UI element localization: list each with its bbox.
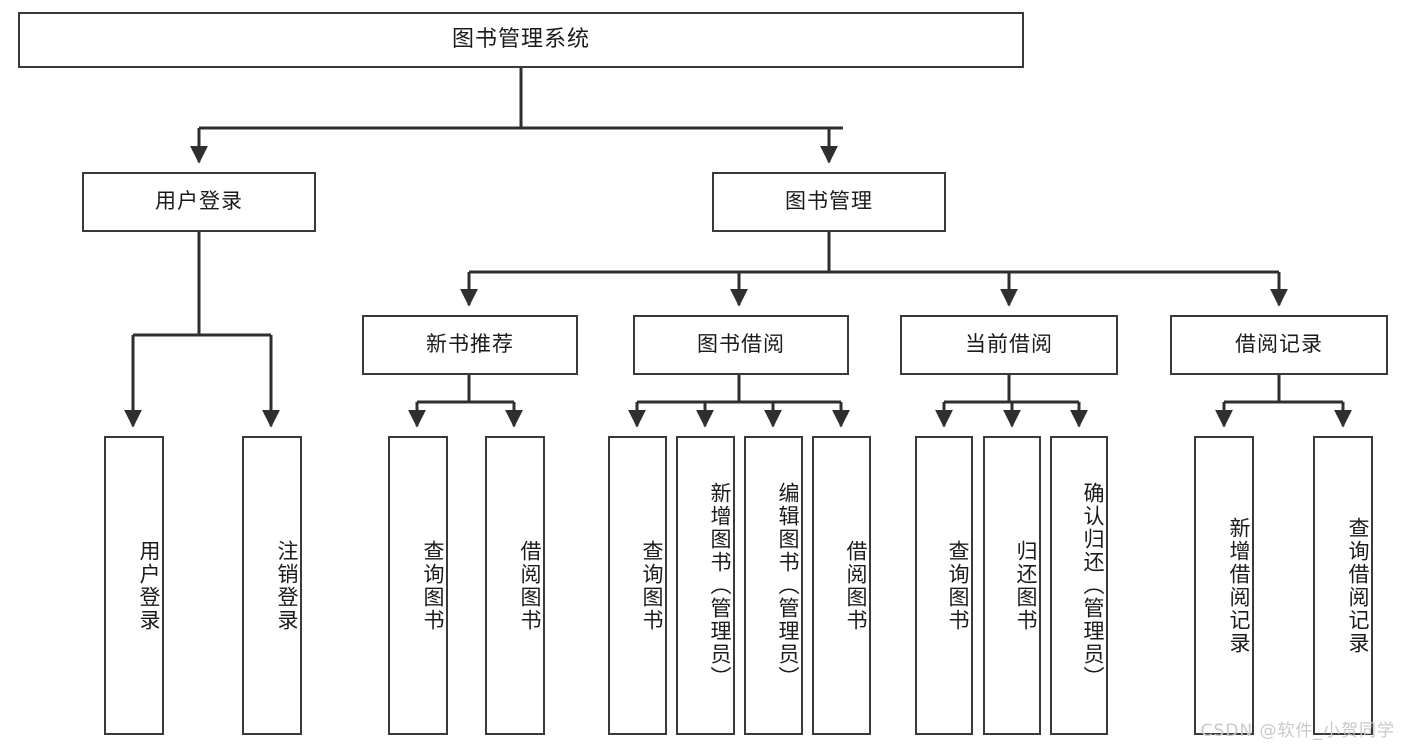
leaf-label: 注销登录: [275, 539, 299, 632]
leaf-recommend-borrow-book[interactable]: 借阅图书: [485, 436, 545, 735]
node-book-borrow[interactable]: 图书借阅: [633, 315, 849, 375]
node-borrow-record[interactable]: 借阅记录: [1170, 315, 1388, 375]
leaf-user-login[interactable]: 用户登录: [104, 436, 164, 735]
leaf-current-return-book[interactable]: 归还图书: [983, 436, 1041, 735]
watermark: CSDN @软件_小贺同学: [1200, 721, 1395, 741]
leaf-label: 归还图书: [1014, 539, 1038, 632]
leaf-label: 查询图书: [640, 539, 664, 632]
node-user-login[interactable]: 用户登录: [82, 172, 316, 232]
leaf-current-query-book[interactable]: 查询图书: [915, 436, 973, 735]
leaf-recommend-query-book[interactable]: 查询图书: [388, 436, 448, 735]
node-new-book-recommend[interactable]: 新书推荐: [362, 315, 578, 375]
leaf-borrow-edit-book-admin[interactable]: 编辑图书（管理员）: [744, 436, 803, 735]
leaf-borrow-add-book-admin[interactable]: 新增图书（管理员）: [676, 436, 735, 735]
node-book-management[interactable]: 图书管理: [712, 172, 946, 232]
leaf-record-add-record[interactable]: 新增借阅记录: [1194, 436, 1254, 735]
leaf-label: 查询图书: [421, 539, 445, 632]
leaf-label: 查询图书: [946, 539, 970, 632]
leaf-label: 用户登录: [137, 539, 161, 632]
node-current-borrow[interactable]: 当前借阅: [900, 315, 1118, 375]
leaf-record-query-record[interactable]: 查询借阅记录: [1313, 436, 1373, 735]
leaf-label: 借阅图书: [844, 539, 868, 632]
leaf-label: 查询借阅记录: [1346, 516, 1370, 655]
leaf-borrow-query-book[interactable]: 查询图书: [608, 436, 667, 735]
leaf-label: 借阅图书: [518, 539, 542, 632]
leaf-borrow-borrow-book[interactable]: 借阅图书: [812, 436, 871, 735]
leaf-label: 确认归还（管理员）: [1081, 482, 1105, 689]
leaf-label: 编辑图书（管理员）: [776, 482, 800, 689]
leaf-user-logout[interactable]: 注销登录: [242, 436, 302, 735]
leaf-label: 新增图书（管理员）: [708, 482, 732, 689]
leaf-current-confirm-return-admin[interactable]: 确认归还（管理员）: [1050, 436, 1108, 735]
node-root-system[interactable]: 图书管理系统: [18, 12, 1024, 68]
leaf-label: 新增借阅记录: [1227, 516, 1251, 655]
